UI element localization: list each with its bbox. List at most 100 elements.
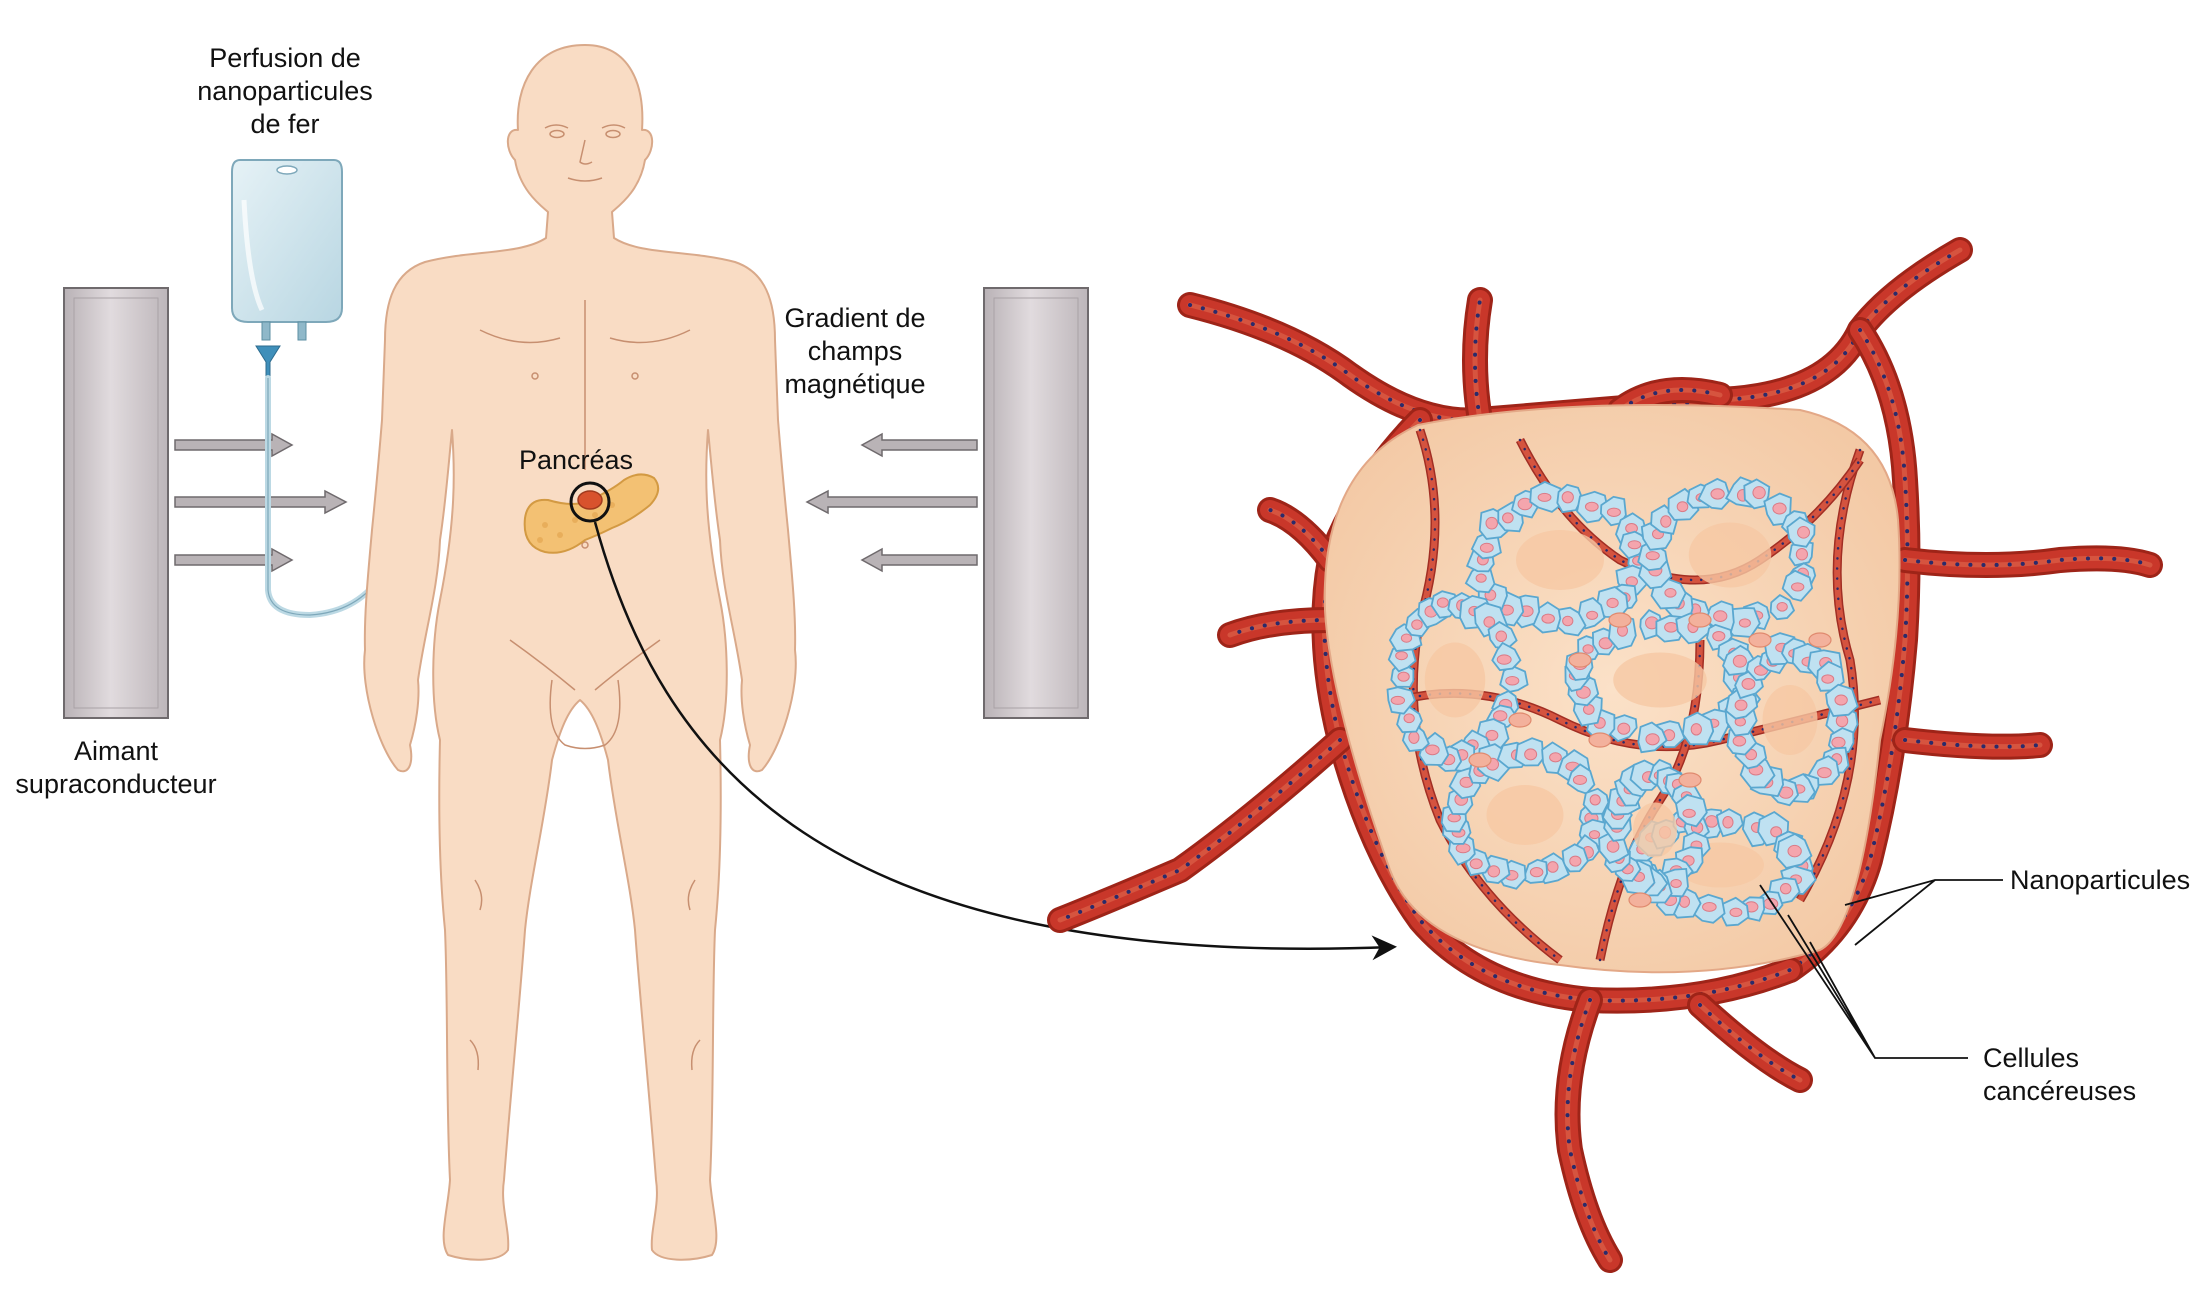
pancreas	[523, 473, 660, 554]
cluster-lumen	[1486, 785, 1564, 845]
cell-nucleus	[1710, 488, 1725, 500]
cell-nucleus	[1455, 843, 1471, 854]
cell-nucleus	[1537, 492, 1552, 502]
cell-nucleus	[1713, 610, 1728, 622]
leader-lines	[1759, 879, 2003, 1059]
cell-nucleus	[1397, 671, 1410, 682]
cell-nucleus	[1682, 808, 1696, 818]
cell-nucleus	[1741, 677, 1756, 690]
cell-nucleus	[1502, 512, 1514, 524]
blood-cell	[1628, 892, 1652, 908]
nanoparticles-leader	[1844, 879, 2003, 946]
cell-nucleus	[1779, 883, 1792, 895]
cell-nucleus	[1831, 736, 1846, 749]
cell-nucleus	[1670, 878, 1682, 889]
cell-nucleus	[1729, 907, 1743, 918]
cell-nucleus	[1776, 601, 1788, 612]
cell-nucleus	[1496, 654, 1512, 665]
cell-nucleus	[1738, 618, 1751, 628]
cell-nucleus	[1732, 654, 1747, 668]
human-body	[363, 44, 797, 1261]
vessel-outline	[1177, 237, 1973, 434]
infusion-label-line-1: Perfusion de	[209, 43, 361, 73]
cell-nucleus	[1617, 722, 1631, 735]
gradient-label-line-2: champs	[807, 336, 903, 366]
cell-nucleus	[1770, 826, 1783, 838]
magnet-label-line-2: supraconducteur	[15, 769, 217, 799]
cell-nucleus	[1436, 597, 1449, 608]
cell-nucleus	[1772, 502, 1787, 515]
arrow-right-2	[174, 489, 348, 515]
cell-nucleus	[1606, 840, 1620, 853]
cancer-cells-label-line-1: Cellules	[1983, 1043, 2080, 1073]
cell-nucleus	[1425, 744, 1440, 756]
nanoparticles-label: Nanoparticules	[2010, 865, 2191, 895]
cell-nucleus	[1660, 515, 1672, 528]
cell-nucleus	[1787, 844, 1802, 858]
cell-nucleus	[1797, 526, 1811, 539]
vessel-wall	[1050, 730, 1350, 930]
cell-nucleus	[1408, 731, 1420, 744]
cell-nucleus	[1817, 767, 1832, 779]
cell-nucleus	[1627, 540, 1642, 550]
cell-nucleus	[1645, 733, 1660, 746]
cell-nucleus	[1795, 547, 1809, 561]
blood-cell	[1468, 752, 1492, 768]
cell-nucleus	[1821, 674, 1835, 684]
cell-nucleus	[1400, 633, 1413, 643]
cell-nucleus	[1606, 597, 1619, 609]
magnet-label: Aimant supraconducteur	[15, 735, 216, 801]
cell-nucleus	[1664, 621, 1678, 633]
gradient-label-line-1: Gradient de	[784, 303, 926, 333]
cell-nucleus	[1588, 830, 1601, 840]
blood-cell	[1588, 732, 1612, 748]
cell-nucleus	[1586, 610, 1599, 620]
cell-nucleus	[1676, 501, 1689, 513]
cluster-lumen	[1516, 530, 1604, 590]
blood-cell	[1688, 612, 1712, 628]
cell-nucleus	[1584, 501, 1599, 512]
cell-nucleus	[1790, 582, 1805, 592]
blood-cell	[1808, 632, 1832, 648]
nanoparticle-dots	[1565, 998, 1612, 1262]
cell-nucleus	[1702, 902, 1717, 912]
gradient-label-line-3: magnétique	[784, 369, 926, 399]
cell-nucleus	[1541, 613, 1555, 624]
body-silhouette	[363, 44, 797, 1261]
capillary-nanoparticles	[1598, 638, 1702, 962]
cell-nucleus	[1547, 861, 1559, 873]
capillary-nanoparticles	[1798, 448, 1862, 902]
cell-nucleus	[1411, 619, 1423, 630]
iv-bag	[231, 159, 422, 619]
pancreas-tumor	[577, 490, 603, 510]
blood-cell	[1748, 632, 1772, 648]
cluster-lumen	[1762, 685, 1818, 755]
cell-nucleus	[1572, 774, 1588, 786]
cell-nucleus	[1664, 587, 1677, 598]
cell-nucleus	[1835, 714, 1849, 728]
cluster-lumen	[1613, 652, 1707, 708]
arrow-right-1	[174, 432, 294, 458]
cell-nucleus	[1562, 615, 1574, 627]
cancer-cells-leader	[1759, 884, 1968, 1059]
cell-nucleus	[1582, 704, 1595, 715]
infusion-label-line-3: de fer	[250, 109, 320, 139]
arrow-left-1	[860, 432, 978, 458]
cell-nucleus	[1505, 676, 1520, 686]
cell-nucleus	[1645, 551, 1660, 561]
cell-nucleus	[1549, 752, 1562, 763]
arrow-left-3	[860, 547, 978, 573]
cell-nucleus	[1487, 865, 1501, 878]
zoom-arrow	[593, 521, 1397, 961]
cell-nucleus	[1395, 651, 1408, 661]
field-arrows-right	[805, 432, 978, 573]
pancreas-label: Pancréas	[518, 445, 634, 475]
magnet-label-line-1: Aimant	[73, 736, 159, 766]
left-magnet	[63, 287, 169, 719]
tumor-zoom	[1047, 237, 2163, 1273]
cluster-lumen	[1633, 802, 1677, 858]
infusion-label: Perfusion de nanoparticules de fer	[197, 42, 373, 141]
cell-nucleus	[1403, 713, 1415, 724]
capillary-nanoparticles	[1412, 428, 1562, 962]
cell-nucleus	[1606, 507, 1621, 517]
